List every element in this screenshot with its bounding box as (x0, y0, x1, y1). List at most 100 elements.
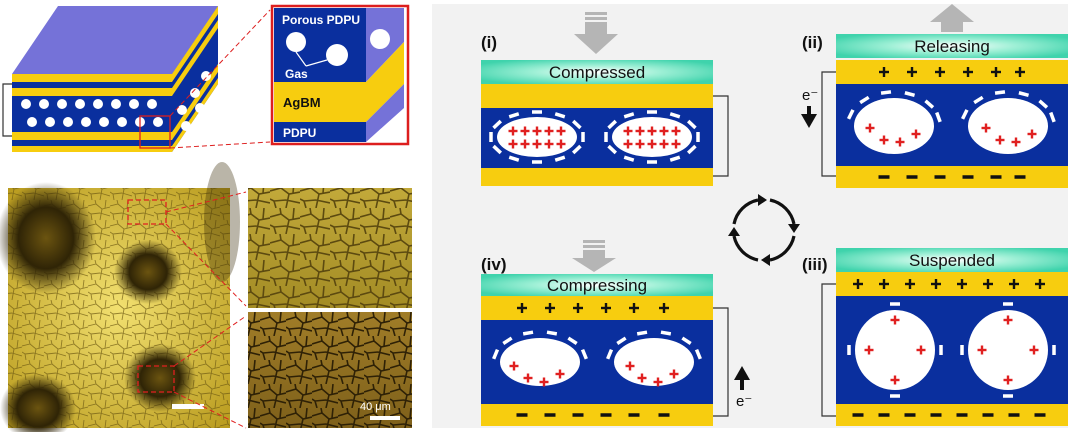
gas-label: Gas (285, 67, 308, 81)
state-i-numeral: (i) (481, 33, 497, 52)
minus-charge (554, 112, 566, 119)
minus-charge (935, 111, 942, 123)
state-compressing: (iv) Compressing e⁻ (481, 240, 752, 426)
agbm-label: AgBM (283, 95, 321, 110)
minus-charge (1038, 99, 1049, 109)
minus-charge (973, 95, 984, 105)
minus-charge (878, 413, 890, 417)
minus-charge (660, 330, 672, 336)
minus-charge (508, 112, 520, 119)
minus-charge (532, 160, 542, 164)
minus-charge (904, 91, 916, 98)
top-electrode (481, 84, 713, 108)
electron-label-ii: e⁻ (802, 87, 818, 104)
minus-charge (492, 119, 503, 130)
minus-charge (492, 144, 503, 155)
minus-charge (1034, 413, 1046, 417)
pressing-plate (481, 60, 713, 84)
pressing-plate (836, 34, 1068, 58)
scale-bar-overview (172, 404, 204, 409)
minus-charge (686, 144, 697, 155)
minus-charge (628, 413, 640, 417)
minus-charge (502, 336, 513, 345)
minus-charge (878, 175, 890, 179)
pore-left (855, 310, 935, 390)
minus-charge (604, 132, 608, 142)
electron-flow-arrow-icon (734, 366, 750, 390)
top-face (12, 6, 218, 74)
top-electrode (836, 272, 1068, 296)
pressing-plate (481, 274, 713, 296)
minus-charge (647, 160, 657, 164)
pore-left (497, 117, 577, 157)
minus-charge (982, 413, 994, 417)
pore-right (612, 117, 692, 157)
press-down-arrow-icon (574, 12, 618, 54)
minus-charge (567, 336, 578, 345)
gas-pores-front (21, 99, 163, 127)
pore-wall-charges (492, 330, 702, 360)
minus-charge (956, 413, 968, 417)
lift-up-arrow-icon (930, 4, 974, 32)
electrode-positive-charges (853, 279, 1045, 289)
porous-pdpu-label: Porous PDPU (282, 13, 360, 27)
minus-charge (623, 155, 635, 162)
pore-left (500, 338, 580, 386)
minus-charge (508, 155, 520, 162)
electrode-negative-charges (852, 413, 1046, 417)
minus-charge (994, 90, 1006, 95)
external-circuit (713, 307, 729, 417)
electron-label-iv: e⁻ (736, 393, 752, 410)
layer-zoom-inset: Porous PDPU Gas AgBM PDPU (270, 4, 410, 146)
state-iii-numeral: (iii) (802, 255, 828, 274)
state-iv-label: Compressing (547, 276, 647, 295)
minus-charge (960, 109, 969, 120)
pore-right (968, 98, 1048, 154)
minus-charge (669, 112, 681, 119)
bottom-electrode (481, 168, 713, 186)
minus-charge (960, 345, 964, 355)
minus-charge (571, 119, 582, 130)
minus-charge (607, 144, 618, 155)
minus-charge (906, 175, 918, 179)
minus-charge (516, 413, 528, 417)
minus-charge (859, 95, 870, 105)
minus-charge (606, 348, 614, 360)
pore-right (968, 310, 1048, 390)
minus-charge (616, 336, 627, 345)
press-down-arrow-icon (572, 240, 616, 272)
electrode-wire (2, 83, 12, 137)
electrode-positive-charges (517, 303, 669, 313)
minus-charge (571, 144, 582, 155)
cycle-arrows-icon (728, 194, 800, 266)
minus-charge (489, 132, 493, 142)
minus-charge (962, 175, 974, 179)
minus-charge (924, 99, 935, 109)
external-circuit (821, 71, 836, 177)
pore-left (854, 98, 934, 154)
minus-charge (658, 413, 670, 417)
minus-charge (572, 413, 584, 417)
minus-charge (1003, 302, 1013, 306)
pore-wall-charges (847, 302, 1056, 398)
pressing-plate (836, 248, 1068, 272)
minus-charge (522, 330, 534, 336)
state-suspended: (iii) Suspended (802, 248, 1068, 426)
minus-charge (939, 345, 943, 355)
minus-charge (934, 175, 946, 179)
minus-charge (846, 109, 855, 120)
external-circuit (713, 95, 729, 177)
bottom-electrode (836, 166, 1068, 188)
state-releasing: (ii) Releasing e⁻ (801, 4, 1068, 188)
minus-charge (581, 132, 585, 142)
bottom-electrode (481, 404, 713, 426)
minus-charge (669, 155, 681, 162)
pdpu-label: PDPU (283, 126, 316, 140)
minus-charge (696, 132, 700, 142)
state-ii-label: Releasing (914, 37, 990, 56)
minus-charge (686, 119, 697, 130)
pore-positive-charges (865, 123, 1037, 147)
micrograph-overview (0, 162, 240, 432)
minus-charge (492, 348, 500, 360)
